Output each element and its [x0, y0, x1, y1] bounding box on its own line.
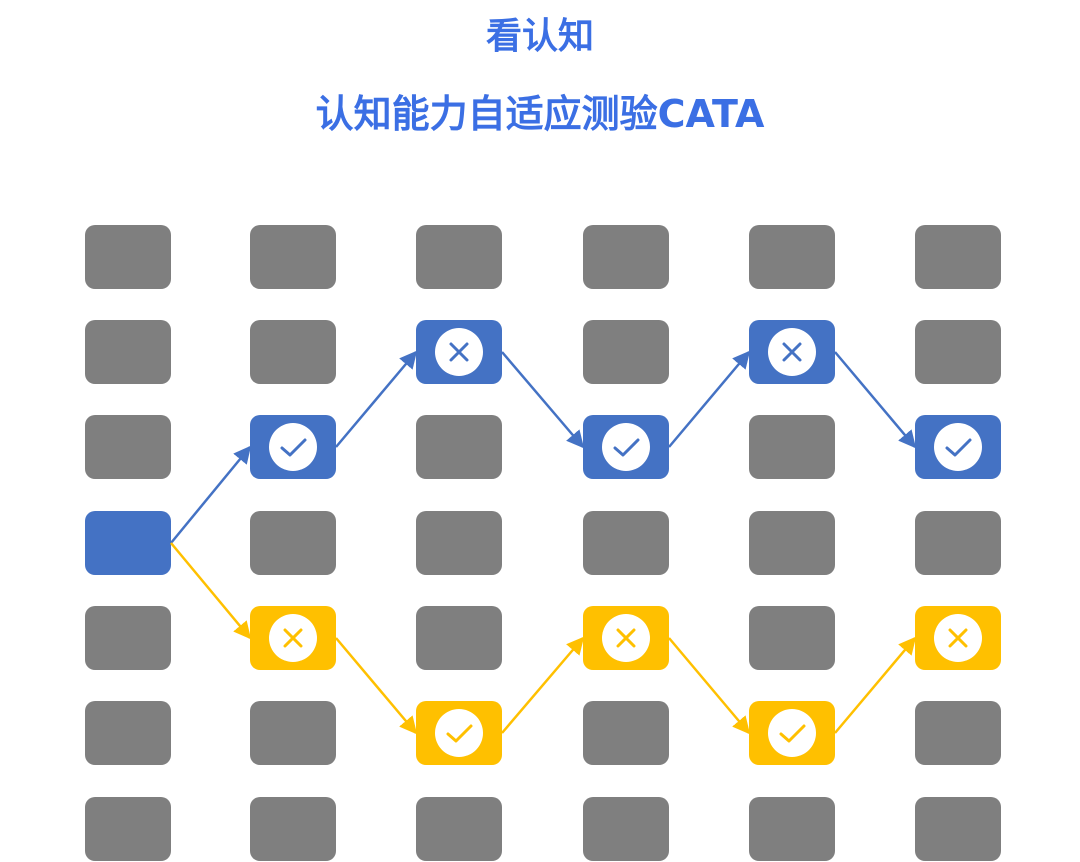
grid-cell	[250, 320, 336, 384]
grid-cells	[85, 225, 1001, 861]
cross-icon	[934, 614, 982, 662]
check-icon	[602, 423, 650, 471]
blue-path-arrow	[834, 351, 917, 449]
grid-cell	[749, 415, 835, 479]
blue-path-arrow	[501, 351, 585, 449]
grid-cell	[583, 225, 669, 289]
yellow-path-arrow	[335, 637, 418, 735]
yellow-path-arrow	[170, 542, 252, 640]
blue-path-arrow	[170, 445, 252, 544]
grid-cell	[85, 225, 171, 289]
check-icon	[269, 423, 317, 471]
grid-cell	[250, 701, 336, 765]
grid-cell	[583, 511, 669, 575]
grid-cell	[416, 797, 502, 861]
path-arrows	[170, 350, 917, 735]
grid-cell	[85, 415, 171, 479]
blue-path-arrow	[668, 350, 751, 448]
grid-cell	[85, 320, 171, 384]
grid-cell-blue-start	[85, 511, 171, 575]
grid-cell	[583, 320, 669, 384]
grid-cell	[915, 320, 1001, 384]
grid-cell	[250, 225, 336, 289]
grid-cell	[416, 225, 502, 289]
cross-icon	[768, 328, 816, 376]
grid-cell	[749, 797, 835, 861]
yellow-path-arrow	[501, 636, 585, 734]
brand-title: 看认知	[485, 16, 594, 57]
page-title: 认知能力自适应测验CATA	[315, 92, 765, 136]
blue-path-arrow	[335, 350, 418, 448]
grid-cell	[915, 797, 1001, 861]
check-icon	[768, 709, 816, 757]
grid-cell	[85, 606, 171, 670]
yellow-path-arrow	[668, 637, 751, 735]
result-icons	[269, 328, 982, 757]
grid-cell	[85, 701, 171, 765]
grid-cell	[915, 511, 1001, 575]
check-icon	[934, 423, 982, 471]
grid-cell	[749, 511, 835, 575]
grid-cell	[915, 701, 1001, 765]
grid-cell	[250, 511, 336, 575]
grid-cell	[250, 797, 336, 861]
cross-icon	[435, 328, 483, 376]
cross-icon	[269, 614, 317, 662]
grid-cell	[416, 606, 502, 670]
check-icon	[435, 709, 483, 757]
grid-cell	[749, 606, 835, 670]
grid-cell	[583, 701, 669, 765]
yellow-path-arrow	[834, 636, 917, 734]
grid-cell	[416, 415, 502, 479]
grid-cell	[749, 225, 835, 289]
grid-cell	[416, 511, 502, 575]
grid-cell	[85, 797, 171, 861]
grid-cell	[915, 225, 1001, 289]
cross-icon	[602, 614, 650, 662]
grid-cell	[583, 797, 669, 861]
